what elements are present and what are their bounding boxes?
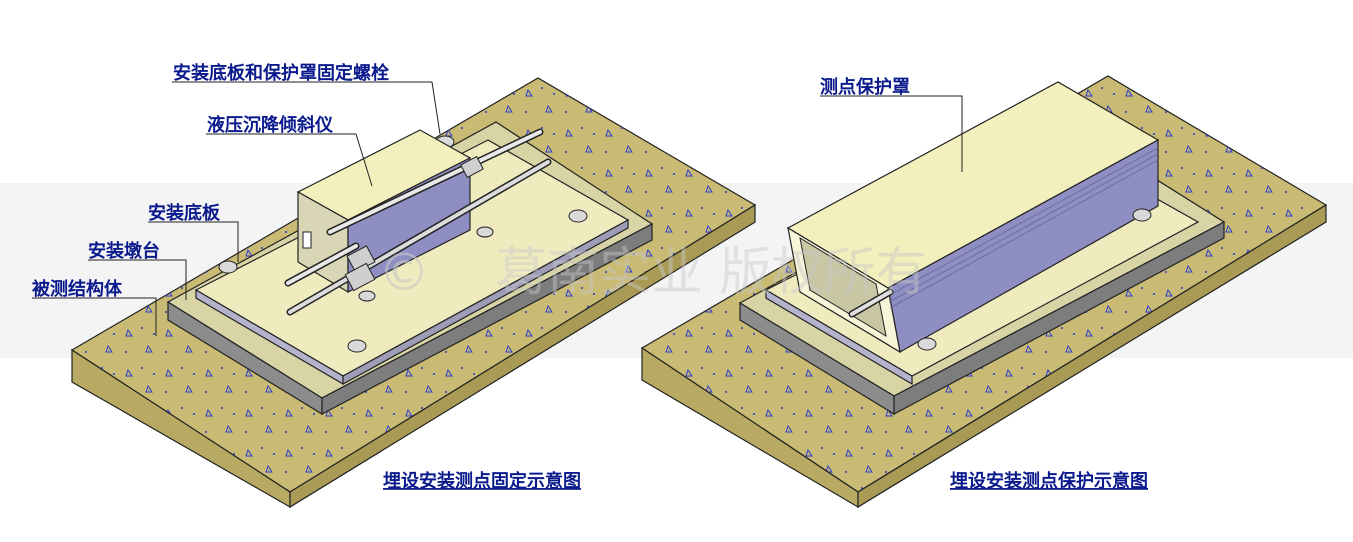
label-pier: 安装墩台 [88, 240, 160, 262]
right-leader-line [820, 95, 963, 172]
label-protective-cover: 测点保护罩 [820, 76, 910, 98]
base-plate-side [342, 218, 629, 386]
cover-ribs [887, 147, 1159, 309]
bolt-icon [917, 337, 937, 351]
watermark-symbol: © [378, 243, 430, 303]
bolt-icon [1132, 208, 1152, 222]
bolt-icon [347, 339, 367, 353]
right-pier-side [893, 221, 1225, 415]
label-fixing-bolt: 安装底板和保护罩固定螺栓 [173, 62, 389, 84]
watermark-text: 葛南实业 版权所有 [495, 243, 928, 303]
label-structure: 被测结构体 [32, 278, 123, 300]
right-plate-front [765, 288, 913, 386]
pipe-fittings [344, 155, 484, 292]
label-hydraulic-sensor: 液压沉降倾斜仪 [207, 114, 334, 136]
left-leader-lines [32, 81, 441, 336]
sensor-window [302, 231, 312, 249]
label-base-plate: 安装底板 [148, 202, 221, 224]
structure-slab-side [289, 203, 756, 509]
right-slab-side [857, 203, 1327, 509]
bolt-icon [218, 260, 238, 274]
caption-left: 埋设安装测点固定示意图 [383, 470, 581, 492]
bolt-icon [568, 209, 588, 223]
caption-right: 埋设安装测点保护示意图 [950, 470, 1148, 492]
bolt-icon [358, 290, 376, 302]
bolt-icon [476, 226, 494, 238]
pier-side [321, 223, 653, 415]
right-figure: 测点保护罩 埋设安装测点保护示意图 [640, 75, 1328, 509]
left-figure: 安装底板和保护罩固定螺栓 液压沉降倾斜仪 安装底板 安装墩台 被测结构体 埋设安… [32, 62, 757, 509]
